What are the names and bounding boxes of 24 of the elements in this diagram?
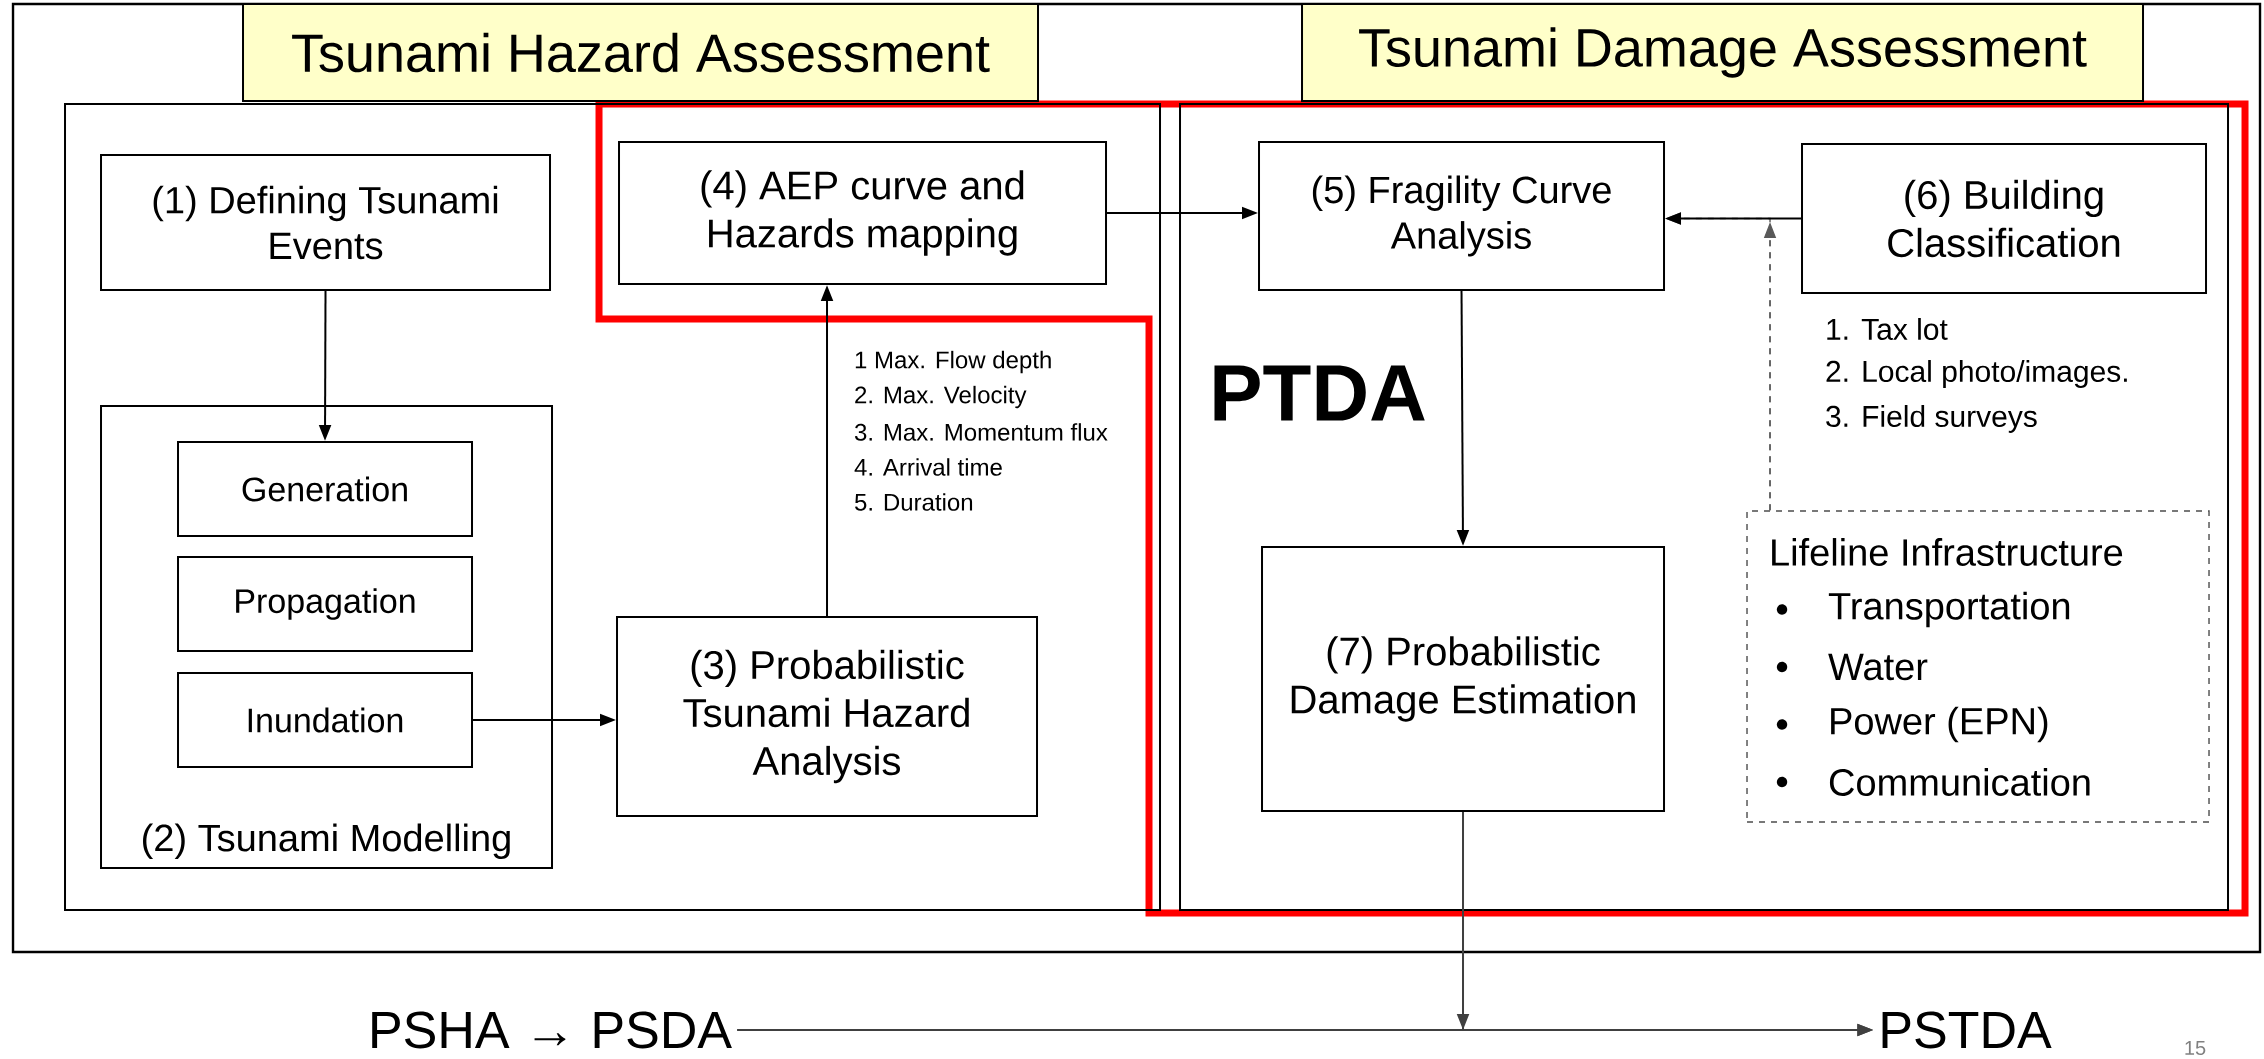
heading-tab: Tsunami Hazard Assessment bbox=[242, 3, 1039, 102]
process-box: Propagation bbox=[177, 556, 473, 652]
dashed-box: Lifeline Infrastructure Transportation Water Power (EPN) Communication bbox=[1746, 510, 2210, 823]
list-item: 4. Arrival time bbox=[854, 458, 1002, 476]
list-item: 2. Local photo/images. bbox=[1826, 360, 2127, 388]
process-box: (5) Fragility Curve Analysis bbox=[1258, 141, 1665, 291]
list-item: 2. Max. Velocity bbox=[855, 385, 1027, 409]
process-box: (7) Probabilistic Damage Estimation bbox=[1261, 546, 1665, 812]
process-box: (3) Probabilistic Tsunami Hazard Analysis bbox=[616, 616, 1038, 817]
page-number: 15 bbox=[2185, 1041, 2206, 1055]
list-item: 1. Tax lot bbox=[1827, 318, 1948, 340]
text-label: PSHA → PSDA bbox=[372, 1011, 732, 1049]
list-item: 1 Max. Flow depth bbox=[855, 350, 1051, 374]
list-item: 5. Duration bbox=[855, 493, 973, 511]
list-item: 3. Field surveys bbox=[1826, 405, 2037, 433]
process-box: Generation bbox=[177, 441, 473, 537]
process-box: Inundation bbox=[177, 672, 473, 768]
list-item: 3. Max. Momentum flux bbox=[854, 423, 1108, 441]
process-box: (1) Defining Tsunami Events bbox=[100, 154, 551, 291]
heading-text: PTDA bbox=[1214, 365, 1425, 421]
process-box: (4) AEP curve and Hazards mapping bbox=[618, 141, 1107, 285]
process-box: (6) Building Classification bbox=[1801, 143, 2207, 294]
text-label: PSTDA bbox=[1882, 1011, 2052, 1049]
heading-tab: Tsunami Damage Assessment bbox=[1301, 3, 2144, 102]
